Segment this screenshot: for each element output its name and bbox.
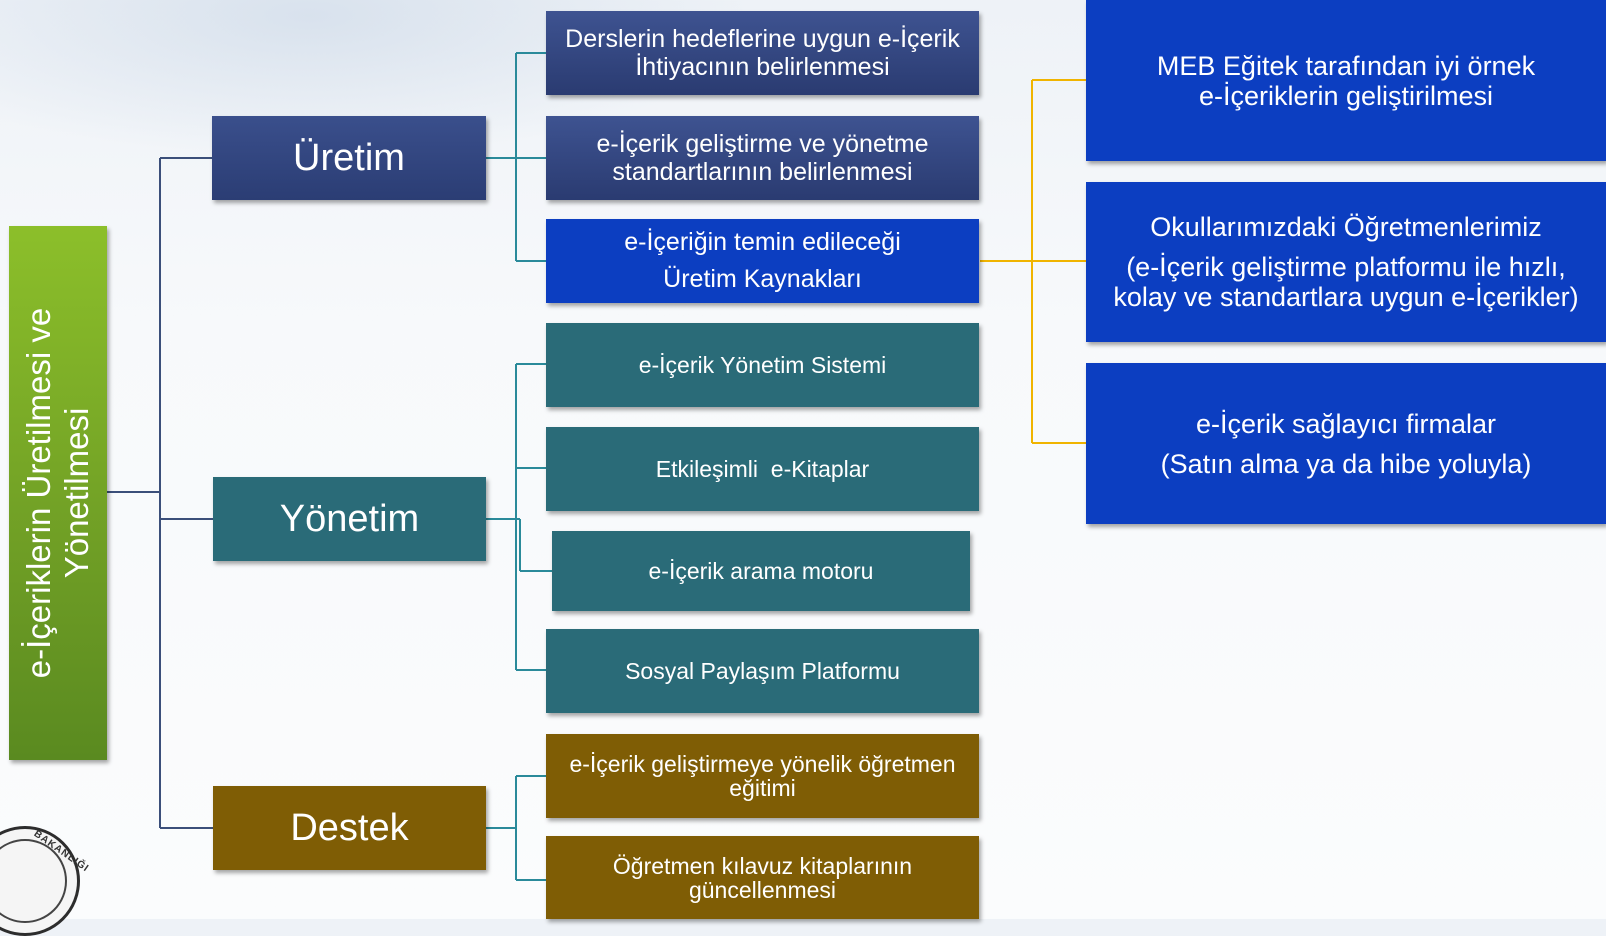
category-destek: Destek (213, 786, 486, 870)
source-companies-line2: (Satın alma ya da hibe yoluyla) (1160, 448, 1532, 479)
root-title: e-İçeriklerin Üretilmesi ve Yönetilmesi (20, 308, 96, 678)
uretim-item-standards-line1: e-İçerik geliştirme ve yönetme (596, 130, 929, 158)
source-meb-egitek: MEB Eğitek tarafından iyi örnek e-İçerik… (1086, 0, 1606, 161)
yonetim-item-social: Sosyal Paylaşım Platformu (546, 629, 979, 713)
destek-item-training: e-İçerik geliştirmeye yönelik öğretmen e… (546, 734, 979, 818)
source-companies: e-İçerik sağlayıcı firmalar (Satın alma … (1086, 363, 1606, 524)
destek-item-guides-line1: Öğretmen kılavuz kitaplarının (612, 852, 913, 879)
uretim-item-sources-line1: e-İçeriğin temin edileceği (624, 228, 901, 256)
uretim-item-needs-line1: Derslerin hedeflerine uygun e-İçerik (565, 25, 960, 53)
uretim-item-needs: Derslerin hedeflerine uygun e-İçerik İht… (546, 11, 979, 95)
yonetim-item-lms: e-İçerik Yönetim Sistemi (546, 323, 979, 407)
source-meb-egitek-line1: MEB Eğitek tarafından iyi örnek (1156, 50, 1536, 81)
source-teachers-line3: kolay ve standartlara uygun e-İçerikler) (1113, 282, 1579, 312)
destek-item-guides-line2: güncellenmesi (688, 876, 836, 903)
destek-item-training-line2: eğitimi (729, 775, 796, 801)
source-companies-line1: e-İçerik sağlayıcı firmalar (1195, 408, 1497, 439)
source-meb-egitek-line2: e-İçeriklerin geliştirilmesi (1198, 80, 1494, 111)
source-teachers: Okullarımızdaki Öğretmenlerimiz (e-İçeri… (1086, 182, 1606, 342)
uretim-item-standards-line2: standartlarının belirlenmesi (612, 158, 913, 186)
root-node: e-İçeriklerin Üretilmesi ve Yönetilmesi (9, 226, 107, 760)
uretim-item-needs-line2: İhtiyacının belirlenmesi (635, 53, 890, 81)
source-teachers-line2: (e-İçerik geliştirme platformu ile hızlı… (1126, 252, 1566, 282)
yonetim-item-search: e-İçerik arama motoru (552, 531, 970, 611)
destek-item-guides: Öğretmen kılavuz kitaplarının güncellenm… (546, 836, 979, 919)
root-title-line1: e-İçeriklerin Üretilmesi ve (20, 307, 57, 679)
yonetim-item-ebooks: Etkileşimli e-Kitaplar (546, 427, 979, 511)
category-uretim: Üretim (212, 116, 486, 200)
uretim-item-sources: e-İçeriğin temin edileceği Üretim Kaynak… (546, 219, 979, 303)
category-yonetim: Yönetim (213, 477, 486, 561)
uretim-item-sources-line2: Üretim Kaynakları (663, 265, 862, 293)
root-title-line2: Yönetilmesi (58, 407, 95, 579)
uretim-item-standards: e-İçerik geliştirme ve yönetme standartl… (546, 116, 979, 200)
source-teachers-line1: Okullarımızdaki Öğretmenlerimiz (1150, 212, 1542, 242)
destek-item-training-line1: e-İçerik geliştirmeye yönelik öğretmen (569, 751, 956, 777)
